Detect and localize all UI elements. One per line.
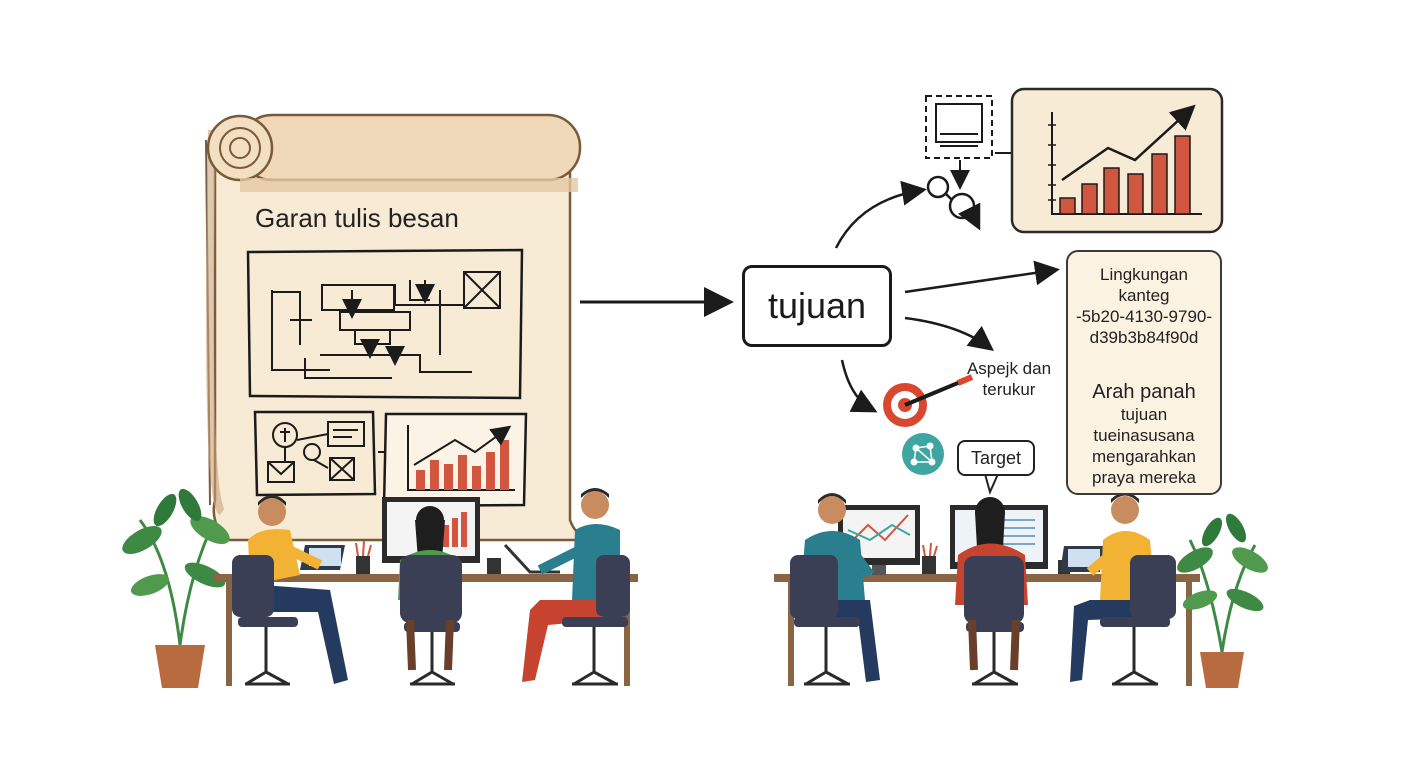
target-icon xyxy=(883,374,974,427)
info-top-line: kanteg xyxy=(1118,286,1170,305)
plant-icon xyxy=(122,488,230,688)
target-bubble: Target xyxy=(957,440,1035,476)
info-bottom-line: Arah panah xyxy=(1092,381,1196,403)
growth-chart-icon xyxy=(1010,87,1224,234)
info-box: Lingkungan kanteg -5b20-4130-9790- d39b3… xyxy=(1066,250,1222,495)
flowchart-icon xyxy=(246,248,524,400)
info-bottom-line: tujuan xyxy=(1120,405,1168,424)
aspect-line-1: Aspejk dan xyxy=(966,359,1052,378)
goal-arrows xyxy=(834,180,1060,413)
info-top-line: Lingkungan xyxy=(1100,265,1188,284)
target-label: Target xyxy=(970,447,1022,468)
scroll-title: Garan tulis besan xyxy=(255,203,459,233)
info-bottom-line: mengarahkan xyxy=(1092,447,1196,466)
plant-icon xyxy=(1177,513,1268,688)
right-workspace xyxy=(774,492,1268,688)
bar-chart-icon xyxy=(382,412,528,508)
goal-box: tujuan xyxy=(742,265,892,347)
info-bottom-line: praya mereka xyxy=(1092,468,1196,487)
network-icon xyxy=(902,433,944,475)
scroll-icon xyxy=(205,113,591,542)
info-bottom-line: tueinasusana xyxy=(1093,426,1195,445)
info-bottom-block: Arah panah tujuan tueinasusana mengarahk… xyxy=(1068,380,1220,488)
aspect-line-2: terukur xyxy=(982,380,1036,399)
bubble-tail xyxy=(984,473,999,495)
goal-label: tujuan xyxy=(767,285,867,326)
link-icon xyxy=(926,175,981,231)
info-top-block: Lingkungan kanteg -5b20-4130-9790- d39b3… xyxy=(1068,264,1220,348)
info-top-line: d39b3b84f90d xyxy=(1089,328,1199,347)
aspect-label: Aspejk dan terukur xyxy=(954,358,1064,400)
info-top-line: -5b20-4130-9790- xyxy=(1075,307,1213,326)
left-workspace xyxy=(122,488,638,688)
envelope-flow-icon xyxy=(253,410,408,497)
